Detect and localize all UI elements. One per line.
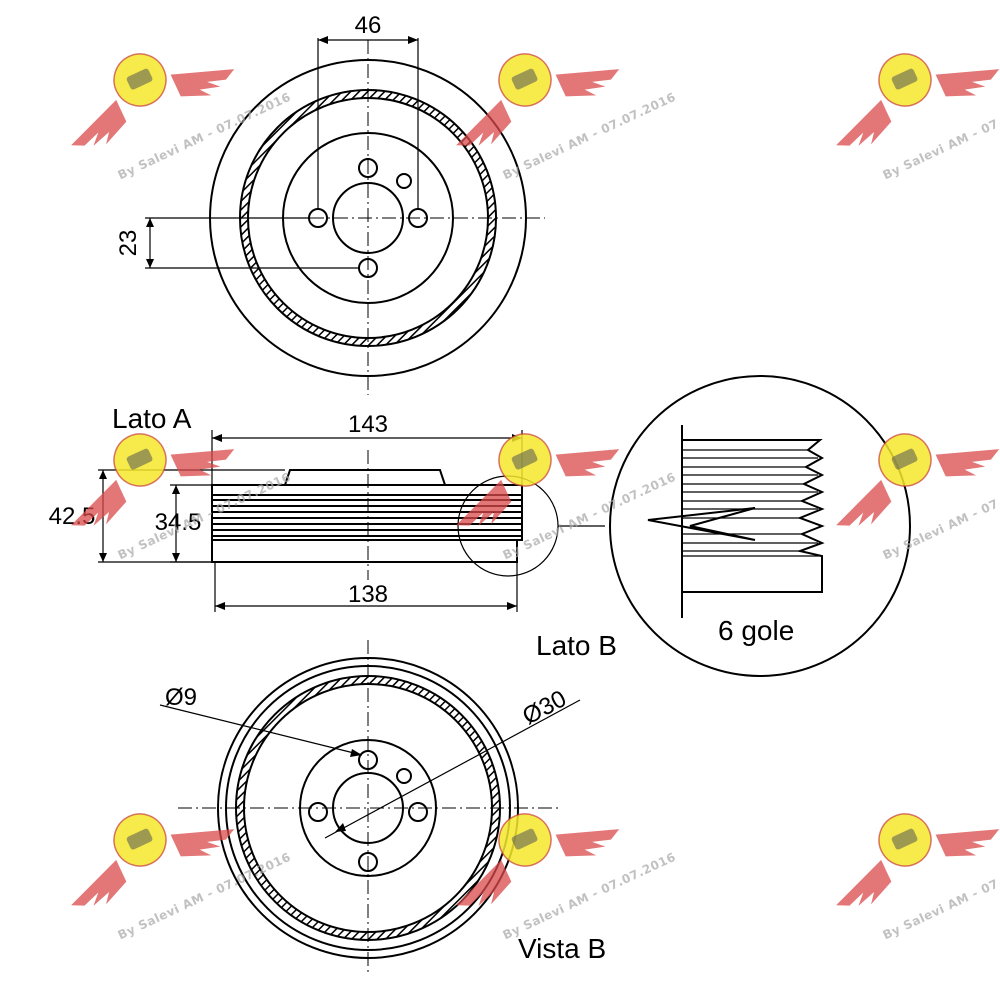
bottom-bolt-hole <box>358 852 378 872</box>
top-view: 46 23 <box>115 12 545 395</box>
detail-groove-profile <box>682 439 825 593</box>
top-bolt-hole <box>358 158 378 178</box>
dim-center-bore: Ø30 <box>518 685 571 730</box>
side-view: Lato A 143 138 42.5 <box>49 403 605 612</box>
dim-bolt-hole: Ø9 <box>165 684 197 711</box>
label-vista-b: Vista B <box>518 933 606 964</box>
label-lato-a: Lato A <box>112 403 192 434</box>
dim-belt-height: 34.5 <box>155 509 202 536</box>
bottom-bolt-hole <box>408 802 428 822</box>
label-grooves: 6 gole <box>718 615 794 646</box>
bottom-pin-hole <box>396 768 412 784</box>
top-center-bore <box>332 182 404 254</box>
watermark-stamp: By Salevi AM - 07.07.2016 <box>431 397 678 562</box>
bottom-bolt-hole <box>308 802 328 822</box>
top-pin-hole <box>396 173 412 189</box>
watermark-stamp: By Salevi AM - 07.07.2016 <box>811 777 1000 942</box>
dim-bolt-spacing: 46 <box>355 12 382 39</box>
watermark-stamp: By Salevi AM - 07.07.2016 <box>811 17 1000 182</box>
dim-outer-diameter: 143 <box>348 411 388 438</box>
dim-bolt-offset: 23 <box>115 230 142 257</box>
bottom-view: Ø9 Ø30 <box>159 640 581 975</box>
watermark-layer: By Salevi AM - 07.07.2016 By Salevi AM - … <box>46 17 1000 942</box>
dim-belt-width: 138 <box>348 581 388 608</box>
label-lato-b: Lato B <box>536 630 617 661</box>
watermark-stamp: By Salevi AM - 07.07.2016 <box>811 397 1000 562</box>
detail-view: 6 gole <box>609 375 911 677</box>
